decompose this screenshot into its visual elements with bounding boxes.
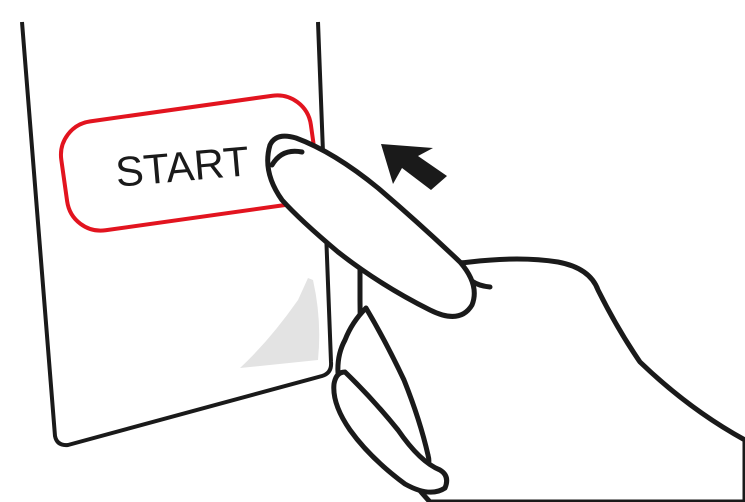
control-panel <box>22 22 331 445</box>
pointing-hand-icon <box>268 136 745 502</box>
arrow-up-left-icon <box>381 144 447 190</box>
